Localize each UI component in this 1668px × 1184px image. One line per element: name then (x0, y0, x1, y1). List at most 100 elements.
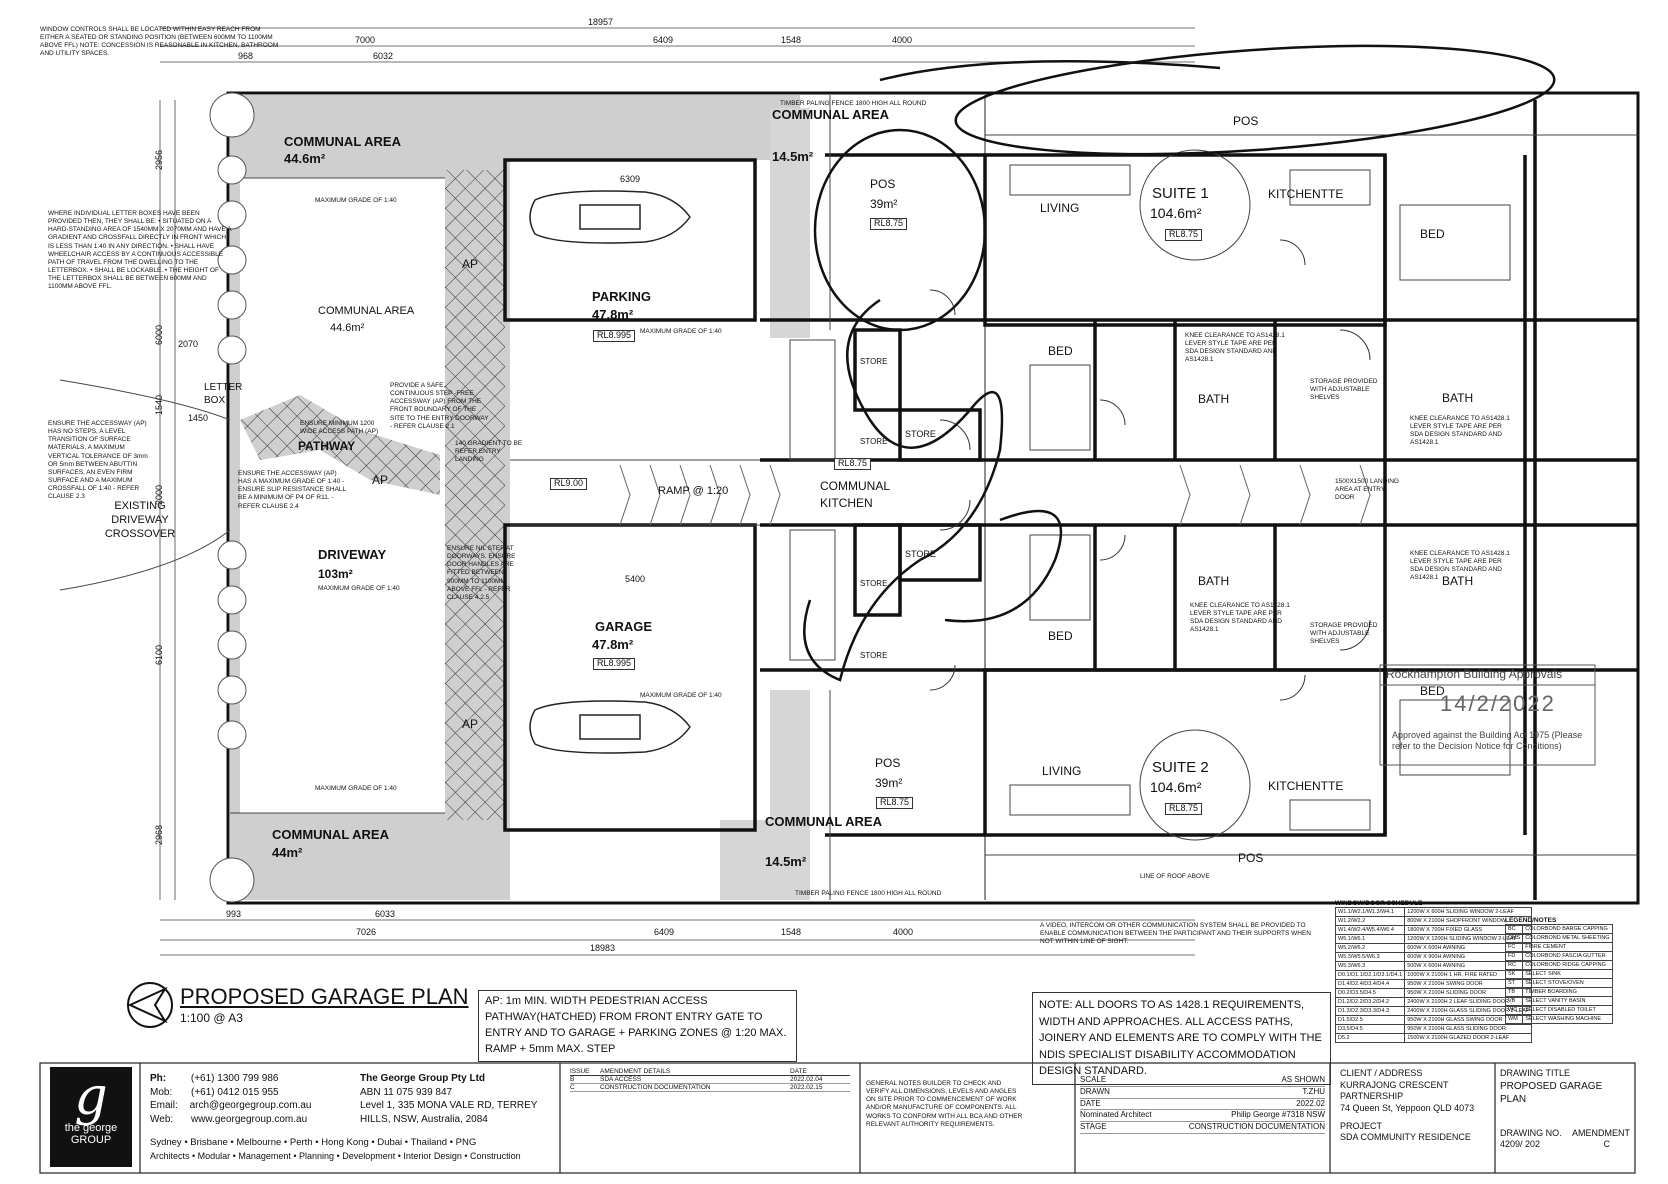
plan-title: PROPOSED GARAGE PLAN (180, 984, 469, 1009)
store-label-3: STORE (905, 429, 936, 439)
landing-area-note: 1500X1500 LANDING AREA AT ENTRY DOOR (1335, 478, 1399, 502)
dim-left-6: 2000 (154, 484, 165, 505)
ap-label: AP (462, 257, 479, 271)
pos-2-size: 39m² (875, 776, 903, 790)
company-logo: g the george GROUP (50, 1067, 132, 1167)
address-line-2: HILLS, NSW, Australia, 2084 (360, 1113, 488, 1125)
abn: ABN 11 075 939 847 (360, 1086, 453, 1098)
step-free-note: PROVIDE A SAFE, CONTINUOUS STEP -FREE AC… (390, 382, 489, 430)
issue-c: C (570, 1084, 575, 1091)
site-boundary (226, 91, 1640, 905)
legend-cell: RC (1504, 960, 1524, 970)
pos-1-size: 39m² (870, 197, 898, 211)
communal-area-br-size: 14.5m² (765, 854, 807, 869)
markup-annotations (803, 44, 1556, 682)
legend-cell: TB (1504, 987, 1524, 997)
schedule-cell: W1.1/W2.1/W1.3/W4.1 (1334, 907, 1406, 917)
client-name: KURRAJONG CRESCENT PARTNERSHIP (1340, 1079, 1449, 1102)
ap-label-3: AP (372, 473, 389, 487)
dim-top-2: 6409 (653, 35, 674, 45)
knee-clearance-note-2: KNEE CLEARANCE TO AS1428.1 LEVER STYLE T… (1190, 602, 1290, 634)
address-line-1: Level 1, 335 MONA VALE RD, TERREY (360, 1100, 538, 1111)
client-address: 74 Queen St, Yeppoon QLD 4073 (1340, 1103, 1475, 1114)
mobile: (+61) 0412 015 955 (191, 1086, 279, 1098)
client-block: CLIENT / ADDRESS KURRAJONG CRESCENT PART… (1340, 1068, 1490, 1144)
date-value: 2022.02 (1296, 1098, 1325, 1108)
web-link[interactable]: www.georgegroup.com.au (190, 1113, 308, 1125)
window-controls-note: WINDOW CONTROLS SHALL BE LOCATED WITHIN … (40, 26, 279, 58)
communal-kitchen-label: COMMUNAL KITCHEN (820, 479, 890, 510)
legend-cell: COLORBOND RIDGE CAPPING (1522, 960, 1613, 970)
schedule-cell: D1.2/D2.2/D3.2/D4.2 (1334, 997, 1406, 1007)
car-icon (529, 190, 691, 754)
phone: (+61) 1300 799 986 (190, 1073, 279, 1084)
drawing-title: PROPOSED GARAGE PLAN (1500, 1080, 1603, 1105)
ap-note-box: AP: 1m MIN. WIDTH PEDESTRIAN ACCESS PATH… (478, 990, 797, 1062)
legend-title: LEGEND/NOTES (1505, 917, 1557, 924)
contact-block: Ph: (+61) 1300 799 986 Mob: (+61) 0412 0… (150, 1072, 311, 1126)
max-grade-label-5: MAXIMUM GRADE OF 1:40 (640, 692, 722, 699)
knee-clearance-note-3: KNEE CLEARANCE TO AS1428.1 LEVER STYLE T… (1410, 415, 1510, 447)
communal-area-label: COMMUNAL AREA (284, 134, 401, 149)
title-block-frame (39, 1062, 1636, 1174)
pos-2-rl: RL8.75 (876, 797, 914, 809)
drawing-no-label: DRAWING NO. (1500, 1127, 1562, 1138)
dim-left-3: 2070 (178, 339, 199, 349)
suite-1-size: 104.6m² (1150, 205, 1202, 221)
amendment-label: AMENDMENT (1572, 1127, 1630, 1138)
general-notes: GENERAL NOTES BUILDER TO CHECK AND VERIF… (866, 1080, 1023, 1128)
schedule-cell: W5.1/W6.1 (1334, 934, 1406, 944)
path-rl: RL9.00 (550, 478, 588, 490)
knee-clearance-note: KNEE CLEARANCE TO AS1428.1 LEVER STYLE T… (1185, 332, 1285, 364)
issue-b-detail: SDA ACCESS (600, 1076, 642, 1083)
store-label-5: STORE (860, 579, 888, 588)
legend-cell: SELECT DISABLED TOILET (1522, 1005, 1613, 1015)
parking-size: 47.8m² (592, 307, 634, 322)
drawn-value: T.ZHU (1302, 1086, 1325, 1096)
stamp-text: Approved against the Building Act 1975 (… (1392, 730, 1583, 752)
drawing-title-block: DRAWING TITLE PROPOSED GARAGE PLAN DRAWI… (1500, 1068, 1630, 1151)
legend-cell: SELECT VANITY BASIN (1522, 996, 1613, 1006)
scale-label: SCALE (1080, 1075, 1107, 1084)
approval-stamp-frame (1379, 664, 1596, 766)
dim-bot-6: 4000 (893, 927, 914, 937)
legend-cell: COLORBOND FASCIA GUTTER (1522, 951, 1613, 961)
suite-2-size: 104.6m² (1150, 779, 1202, 795)
bath-label-4: BATH (1442, 574, 1474, 588)
bed-label: BED (1048, 344, 1073, 358)
legend-cell: FD (1504, 951, 1524, 961)
accessway-note: ENSURE THE ACCESSWAY (AP) HAS NO STEPS, … (48, 420, 148, 501)
company-block: The George Group Pty Ltd ABN 11 075 939 … (360, 1072, 537, 1126)
communal-area-mid-size: 44.6m² (330, 322, 365, 334)
scale-value: AS SHOWN (1281, 1075, 1325, 1084)
intercom-note: A VIDEO, INTERCOM OR OTHER COMMUNICATION… (1040, 922, 1311, 946)
schedule-cell: 1200W X 600H SLIDING WINDOW 2-LEAF (1404, 907, 1533, 917)
email-link[interactable]: arch@georgegroup.com.au (189, 1100, 312, 1111)
architect-value: Philip George #7318 NSW (1231, 1110, 1325, 1120)
driveway-size: 103m² (318, 567, 353, 581)
web-label: Web: (150, 1113, 174, 1125)
dim-left-5: 1450 (188, 413, 209, 423)
dim-left-1: 2956 (154, 149, 165, 170)
max-grade-label-3: MAXIMUM GRADE OF 1:40 (315, 785, 397, 792)
legend-cell: BC (1504, 924, 1524, 934)
legend-cell: CMS (1504, 933, 1524, 943)
knee-clearance-note-4: KNEE CLEARANCE TO AS1428.1 LEVER STYLE T… (1410, 550, 1510, 582)
ap-label-2: AP (462, 717, 479, 731)
nil-step-note: ENSURE NIL STEP AT DOORWAYS. ENSURE DOOR… (447, 545, 516, 601)
issue-header: ISSUE (570, 1068, 590, 1075)
storage-note: STORAGE PROVIDED WITH ADJUSTABLE SHELVES (1310, 378, 1378, 402)
living-label: LIVING (1040, 201, 1080, 215)
schedule-cell: D5.2 (1334, 1033, 1406, 1043)
storage-note-2: STORAGE PROVIDED WITH ADJUSTABLE SHELVES (1310, 622, 1378, 646)
dim-top-6: 968 (238, 51, 254, 61)
